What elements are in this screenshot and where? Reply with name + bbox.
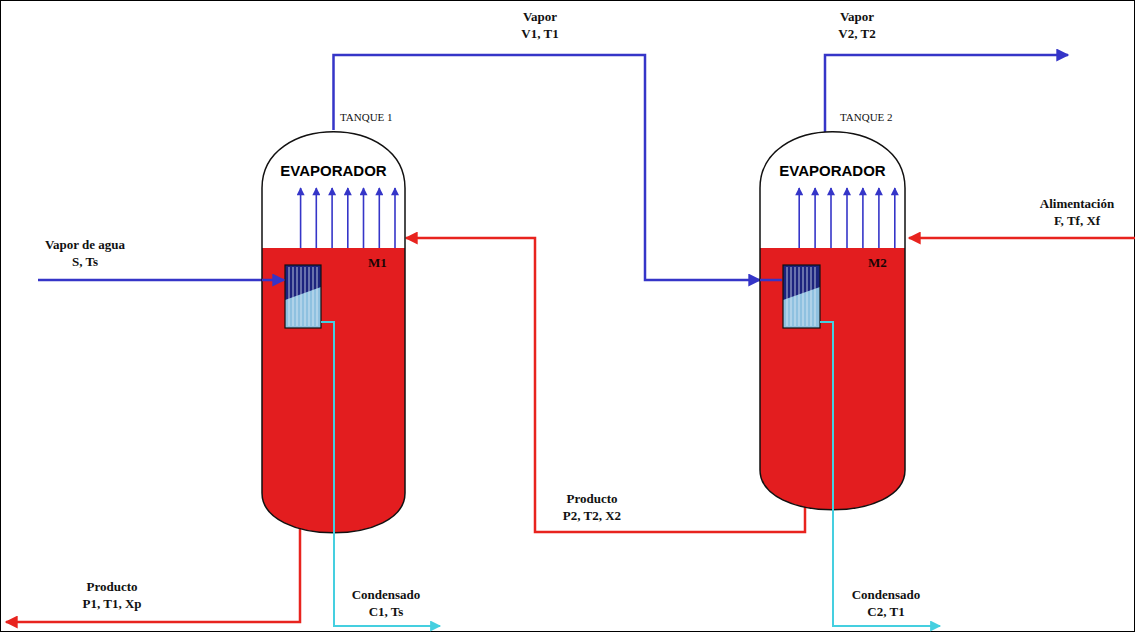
evaporator-tank: TANQUE 1EVAPORADORM1	[262, 128, 405, 538]
tank-drawing	[760, 128, 905, 515]
stream-label: Vapor V2, T2	[837, 8, 878, 42]
stream-label: Vapor de agua S, Ts	[43, 236, 127, 270]
evaporator-title: EVAPORADOR	[760, 162, 905, 180]
stream-label: Condensado C2, T1	[850, 586, 922, 620]
steam-line	[38, 279, 266, 282]
tank-name: TANQUE 2	[840, 111, 893, 124]
tank-drawing	[262, 128, 405, 538]
stream-label: Producto P1, T1, Xp	[81, 578, 143, 612]
mass-label: M1	[368, 255, 387, 270]
condensate-c2-line	[833, 495, 940, 626]
process-stream	[406, 238, 805, 532]
stream-label: Vapor V1, T1	[520, 8, 561, 42]
product-p1-line	[6, 515, 300, 622]
stream-label: Condensado C1, Ts	[350, 586, 422, 620]
vapor-v2-line	[825, 55, 1068, 140]
evaporator-title: EVAPORADOR	[262, 162, 405, 180]
stream-label: Producto P2, T2, X2	[561, 490, 623, 524]
tank-name: TANQUE 1	[340, 111, 393, 124]
stream-label: Alimentación F, Tf, Xf	[1038, 195, 1116, 229]
mass-label: M2	[868, 255, 887, 270]
evaporator-tank: TANQUE 2EVAPORADORM2	[760, 128, 905, 515]
feed-line	[909, 237, 1135, 240]
